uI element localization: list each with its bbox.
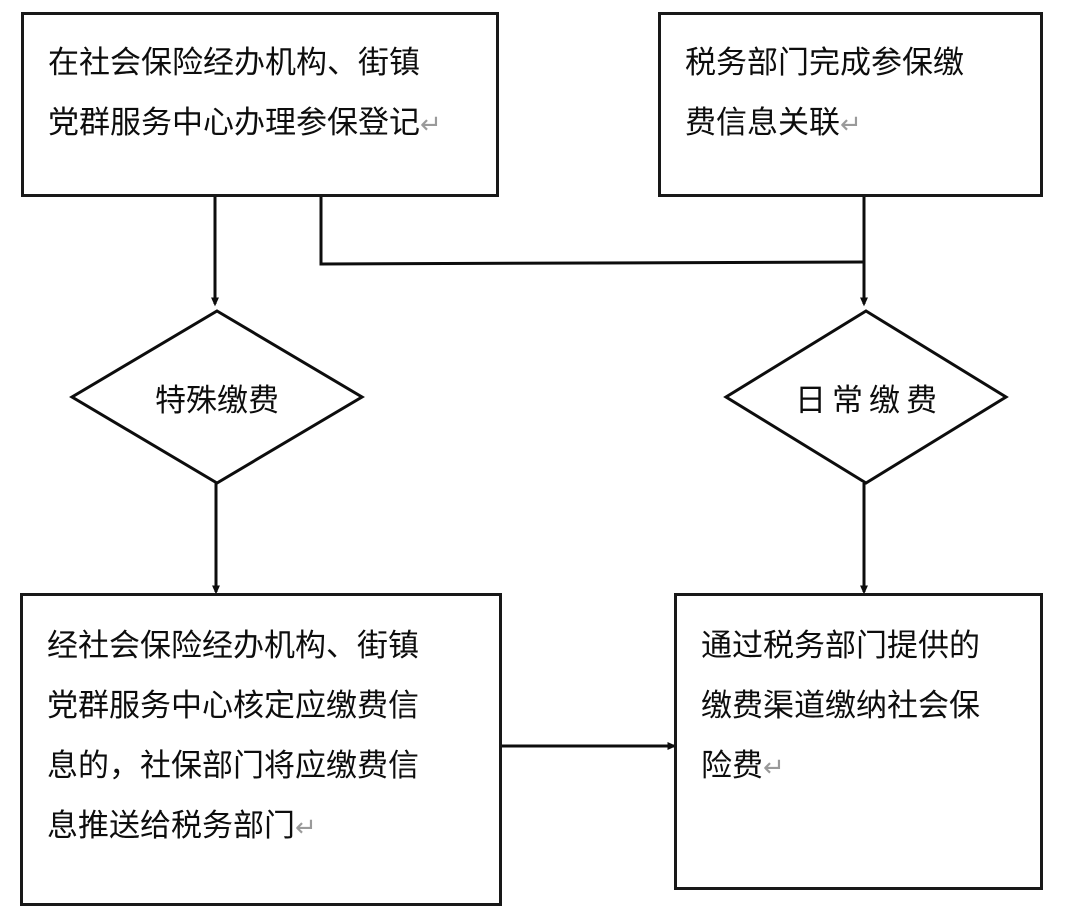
return-mark-icon: ↵: [763, 753, 785, 783]
node-push-info-text: 经社会保险经办机构、街镇 党群服务中心核定应缴费信 息的，社保部门将应缴费信 息…: [47, 616, 485, 858]
node-special-payment[interactable]: 特殊缴费: [69, 309, 365, 485]
return-mark-icon: ↵: [420, 110, 442, 140]
node-push-info[interactable]: 经社会保险经办机构、街镇 党群服务中心核定应缴费信 息的，社保部门将应缴费信 息…: [20, 593, 502, 906]
node-tax-link-text: 税务部门完成参保缴 费信息关联↵: [685, 33, 1026, 155]
node-register-text: 在社会保险经办机构、街镇 党群服务中心办理参保登记↵: [48, 33, 482, 155]
special-payment-diamond-shape: [69, 309, 365, 485]
node-push-info-line3: 息的，社保部门将应缴费信: [47, 748, 419, 784]
node-push-info-line2: 党群服务中心核定应缴费信: [47, 688, 419, 724]
node-register[interactable]: 在社会保险经办机构、街镇 党群服务中心办理参保登记↵: [21, 12, 499, 197]
node-daily-payment[interactable]: 日常缴费: [723, 309, 1009, 485]
node-pay-channel-line3: 险费: [701, 748, 763, 784]
node-register-line2: 党群服务中心办理参保登记: [48, 105, 420, 141]
return-mark-icon: ↵: [840, 110, 862, 140]
node-pay-channel-text: 通过税务部门提供的 缴费渠道缴纳社会保 险费↵: [701, 616, 1026, 798]
node-pay-channel-line2: 缴费渠道缴纳社会保: [701, 688, 980, 724]
node-push-info-line4: 息推送给税务部门: [47, 808, 295, 844]
node-special-payment-label: 特殊缴费: [155, 382, 279, 419]
node-tax-link[interactable]: 税务部门完成参保缴 费信息关联↵: [658, 12, 1043, 197]
daily-payment-diamond-shape: [723, 309, 1009, 485]
return-mark-icon: ↵: [295, 813, 317, 843]
node-daily-payment-label: 日常缴费: [795, 382, 943, 419]
edge-register-to-daily-payment: [319, 197, 865, 266]
node-tax-link-line2: 费信息关联: [685, 105, 840, 141]
node-pay-channel-line1: 通过税务部门提供的: [701, 628, 980, 664]
node-register-line1: 在社会保险经办机构、街镇: [48, 45, 420, 81]
node-tax-link-line1: 税务部门完成参保缴: [685, 45, 964, 81]
node-push-info-line1: 经社会保险经办机构、街镇: [47, 628, 419, 664]
node-pay-channel[interactable]: 通过税务部门提供的 缴费渠道缴纳社会保 险费↵: [674, 593, 1043, 890]
